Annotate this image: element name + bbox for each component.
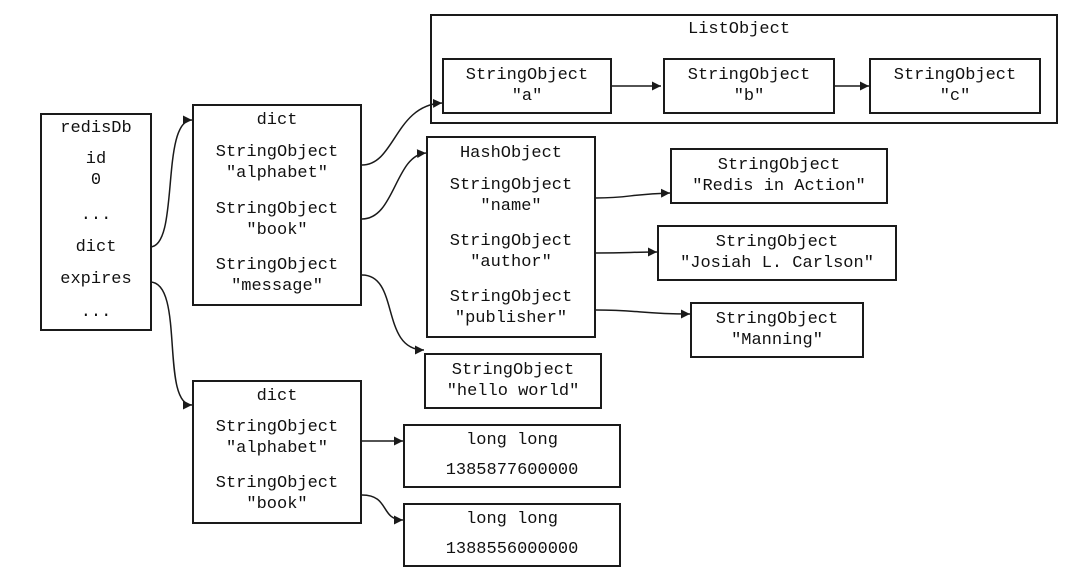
redisdb-id-label: id (85, 150, 107, 169)
hash-value-name: StringObject "Redis in Action" (670, 148, 888, 204)
hash-field-name: StringObject "name" (426, 168, 596, 226)
field-value: "publisher" (454, 309, 568, 328)
item-value: "b" (733, 87, 765, 106)
dict-expires-key-book: StringObject "book" (192, 466, 362, 524)
key-value: "alphabet" (225, 164, 329, 183)
item-type: StringObject (687, 66, 811, 85)
key-type: StringObject (215, 200, 339, 219)
redisdb-ellipsis-2: ... (40, 295, 152, 331)
arrow-hash-author (595, 247, 658, 257)
redisdb-ellipsis-2-text: ... (80, 302, 112, 322)
hash-field-author: StringObject "author" (426, 224, 596, 282)
value-value: "Manning" (731, 331, 823, 350)
redisdb-header: redisDb (40, 113, 152, 143)
dict-expires-header: dict (192, 380, 362, 412)
item-type: StringObject (465, 66, 589, 85)
key-type: StringObject (215, 418, 339, 437)
expire-type-label: long long (466, 509, 558, 529)
field-type: StringObject (449, 288, 573, 307)
list-item-c: StringObject "c" (869, 58, 1041, 114)
arrow-alphabet-list (361, 98, 443, 166)
value-value: "hello world" (446, 382, 580, 401)
hash-object-title: HashObject (459, 143, 563, 163)
field-value: "author" (470, 253, 552, 272)
arrow-message-hello (361, 274, 425, 355)
key-value: "book" (246, 221, 308, 240)
key-value: "message" (231, 277, 323, 296)
item-type: StringObject (893, 66, 1017, 85)
dict-expires-key-alphabet: StringObject "alphabet" (192, 410, 362, 468)
expire-type-2: long long (403, 503, 621, 535)
dict-main-key-alphabet: StringObject "alphabet" (192, 134, 362, 194)
hash-value-publisher: StringObject "Manning" (690, 302, 864, 358)
list-item-b: StringObject "b" (663, 58, 835, 114)
value-type: StringObject (715, 233, 839, 252)
dict-expires-title: dict (256, 386, 298, 406)
key-type: StringObject (215, 256, 339, 275)
redisdb-title: redisDb (60, 118, 132, 138)
key-value: "book" (246, 495, 308, 514)
hash-field-publisher: StringObject "publisher" (426, 280, 596, 338)
redisdb-ellipsis-1: ... (40, 199, 152, 233)
arrow-redisdb-dict (149, 115, 193, 248)
list-object-container (430, 14, 1058, 124)
field-type: StringObject (449, 176, 573, 195)
arrow-expires-book (361, 494, 404, 525)
redisdb-id-cell: id 0 (40, 141, 152, 201)
value-type: StringObject (715, 310, 839, 329)
item-value: "a" (511, 87, 543, 106)
dict-main-key-book: StringObject "book" (192, 192, 362, 250)
value-type: StringObject (451, 361, 575, 380)
hash-value-author: StringObject "Josiah L. Carlson" (657, 225, 897, 281)
redisdb-expires-label: expires (60, 269, 132, 289)
dict-main-key-message: StringObject "message" (192, 248, 362, 306)
list-item-a: StringObject "a" (442, 58, 612, 114)
dict-main-title: dict (256, 110, 298, 130)
field-type: StringObject (449, 232, 573, 251)
expire-timestamp: 1388556000000 (445, 539, 579, 559)
expire-type-label: long long (466, 430, 558, 450)
value-value: "Redis in Action" (692, 177, 866, 196)
redisdb-dict-cell: dict (40, 231, 152, 265)
item-value: "c" (939, 87, 971, 106)
arrow-hash-name (595, 188, 671, 199)
arrow-redisdb-expires (149, 281, 193, 410)
redisdb-ellipsis-1-text: ... (80, 205, 112, 225)
key-type: StringObject (215, 143, 339, 162)
message-value: StringObject "hello world" (424, 353, 602, 409)
hash-object-header: HashObject (426, 136, 596, 170)
expire-type-1: long long (403, 424, 621, 456)
redisdb-dict-label: dict (75, 237, 117, 257)
expire-value-1: 1385877600000 (403, 454, 621, 488)
dict-main-header: dict (192, 104, 362, 136)
field-value: "name" (480, 197, 542, 216)
key-type: StringObject (215, 474, 339, 493)
key-value: "alphabet" (225, 439, 329, 458)
value-type: StringObject (717, 156, 841, 175)
list-object-title: ListObject (688, 20, 791, 39)
arrow-book-hash (361, 149, 427, 220)
redisdb-id-value: 0 (90, 171, 102, 190)
expire-timestamp: 1385877600000 (445, 460, 579, 480)
expire-value-2: 1388556000000 (403, 533, 621, 567)
value-value: "Josiah L. Carlson" (680, 254, 874, 273)
redisdb-expires-cell: expires (40, 263, 152, 297)
arrow-hash-publisher (595, 309, 691, 319)
